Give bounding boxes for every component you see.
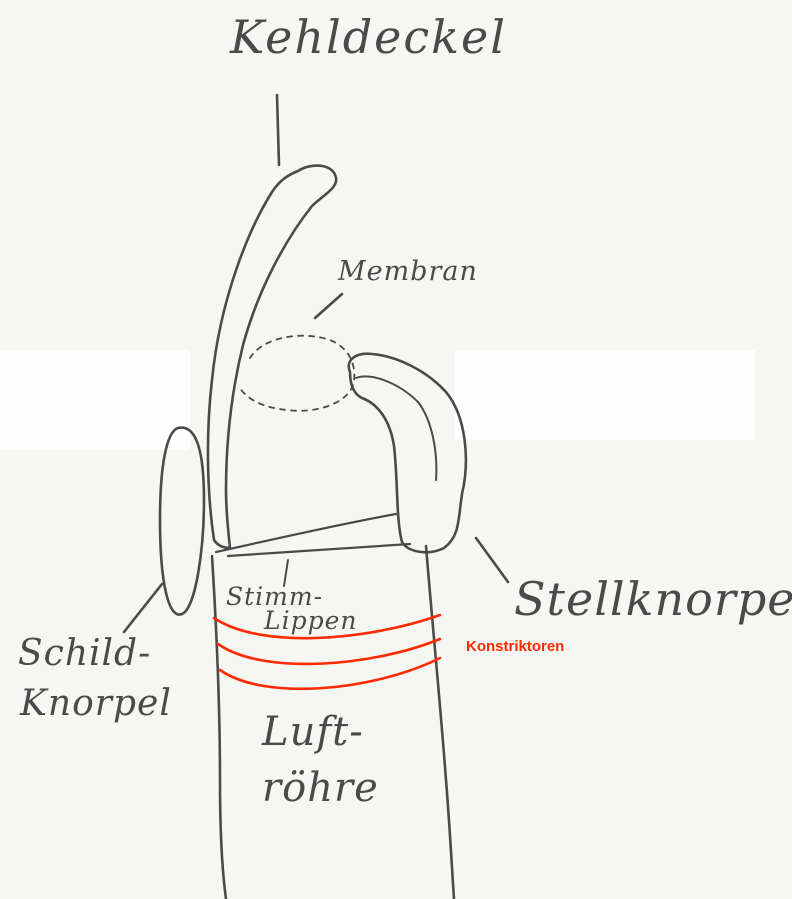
constrictor-line-2 (218, 639, 440, 664)
correction-band-left (0, 350, 190, 450)
thyroid-cartilage (160, 428, 204, 615)
stellknorpel-pointer (476, 538, 508, 582)
label-luftroehre-line1: Luft- (262, 712, 364, 752)
schildknorpel-pointer (124, 584, 162, 632)
trachea-right-wall (426, 546, 454, 899)
membrane (240, 336, 354, 411)
label-konstriktoren: Konstriktoren (466, 639, 564, 654)
vocal-fold-bottom (228, 544, 410, 556)
label-schildknorpel-line2: Knorpel (20, 686, 172, 722)
label-membran: Membran (338, 258, 478, 285)
label-schildknorpel-line1: Schild- (18, 636, 151, 672)
arytenoid-cartilage (349, 354, 466, 553)
epiglottis (208, 166, 336, 548)
label-kehldeckel: Kehldeckel (230, 14, 507, 60)
label-stellknorpel: Stellknorpel (514, 576, 792, 622)
membran-pointer (315, 294, 342, 318)
label-luftroehre-line2: röhre (262, 768, 379, 808)
label-stimmlippen-line2: Lippen (264, 608, 358, 633)
trachea-left-wall (212, 556, 226, 899)
kehldeckel-pointer (277, 95, 279, 165)
correction-band-right (455, 350, 755, 440)
